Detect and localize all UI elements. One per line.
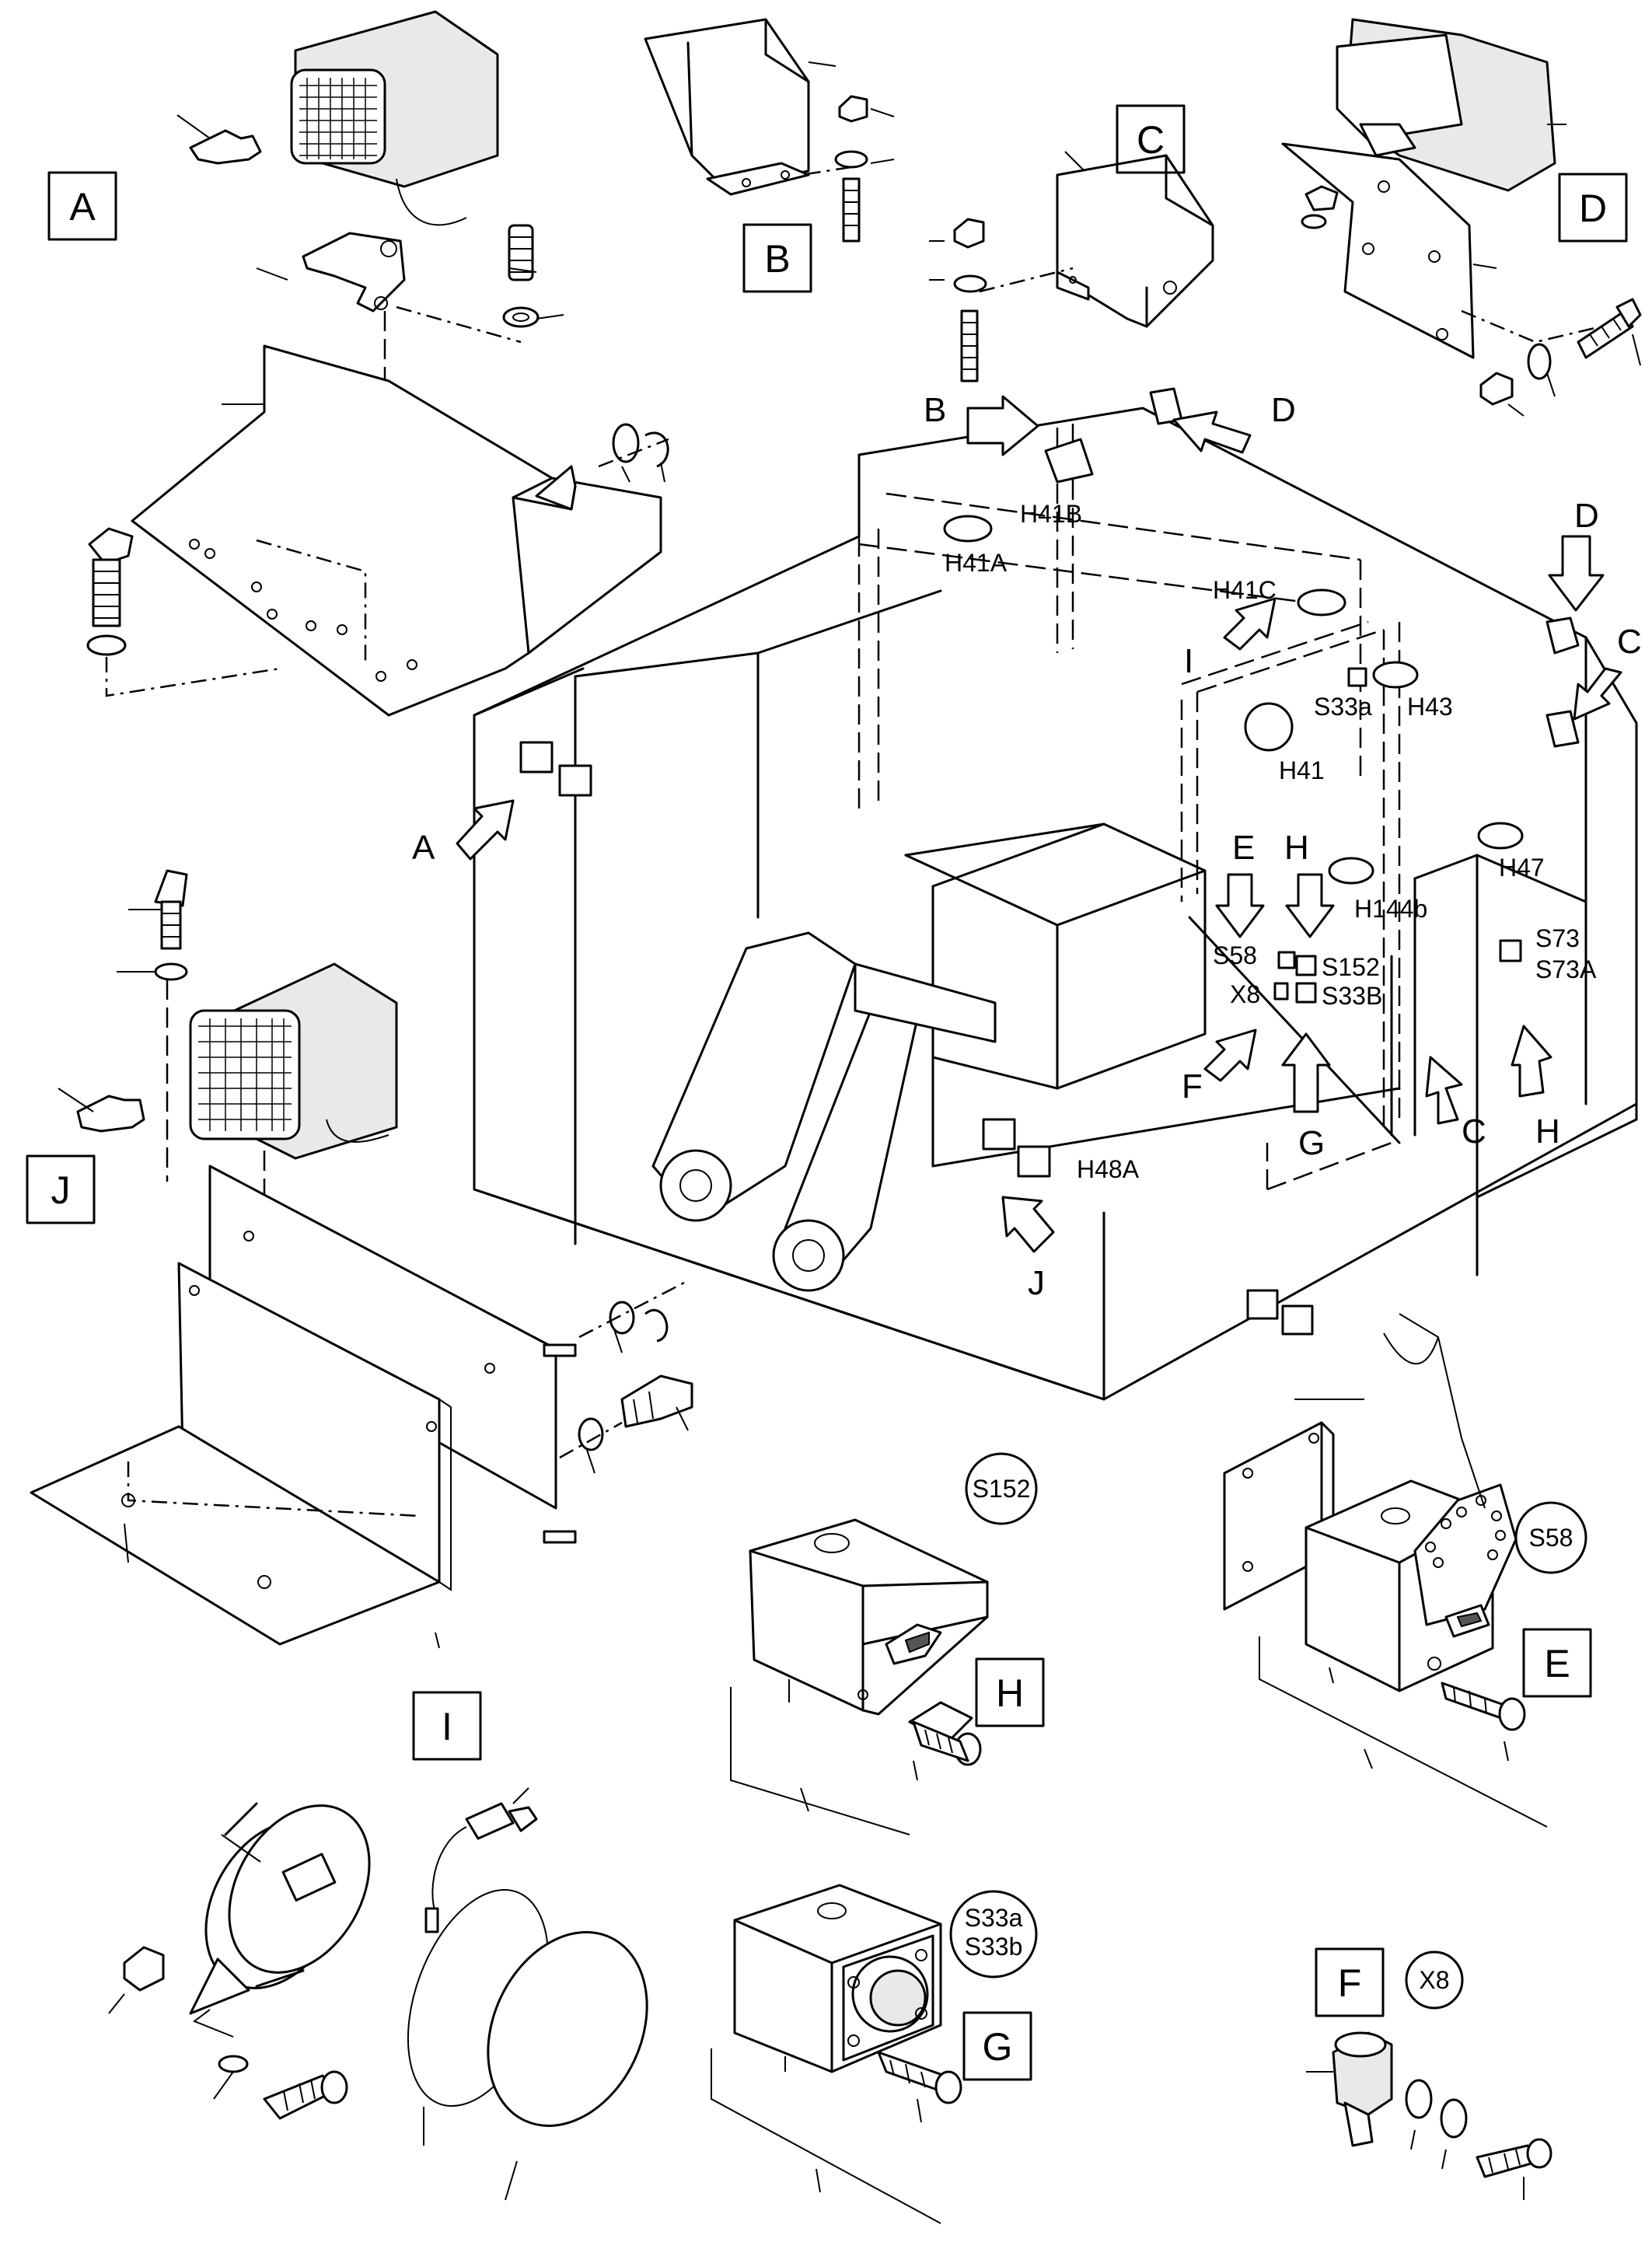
code-x8: X8 xyxy=(1230,980,1260,1008)
section-f-label: F xyxy=(1338,1961,1362,2005)
circle-s33b: S33b xyxy=(965,1933,1023,1961)
arrow-label-j: J xyxy=(1028,1264,1045,1302)
arrow-label-b: B xyxy=(924,391,946,429)
section-b-label: B xyxy=(764,237,790,281)
detail-e-switch xyxy=(1223,1313,1548,1828)
detail-j-lamp-bracket xyxy=(30,869,693,1649)
section-g-label: G xyxy=(983,2025,1013,2069)
code-h41a: H41A xyxy=(945,549,1008,577)
code-h43: H43 xyxy=(1407,693,1453,721)
main-frame xyxy=(473,407,1638,1401)
arrow-label-e: E xyxy=(1232,829,1255,867)
code-s33a: S33a xyxy=(1314,693,1372,721)
circle-s58: S58 xyxy=(1529,1524,1573,1552)
arrow-label-i: I xyxy=(1184,642,1193,680)
code-h48a: H48A xyxy=(1077,1155,1140,1183)
code-h41b: H41B xyxy=(1020,500,1082,528)
component-labels: H41A H41B H41C S33a H43 H41 H47 H144b S5… xyxy=(945,500,1597,1183)
arrow-label-g: G xyxy=(1298,1124,1325,1162)
code-h41c: H41C xyxy=(1213,576,1277,604)
section-i-label: I xyxy=(442,1705,452,1748)
section-h-label: H xyxy=(996,1671,1024,1715)
code-h47: H47 xyxy=(1499,854,1545,882)
arrow-label-h-bottom: H xyxy=(1535,1112,1560,1151)
arrow-label-f: F xyxy=(1182,1067,1203,1105)
section-boxes: A B C D E F G H I J xyxy=(26,104,1628,2081)
arrow-label-c-bottom: C xyxy=(1462,1112,1486,1151)
arrow-label-a: A xyxy=(412,829,435,867)
code-h144b: H144b xyxy=(1354,895,1427,923)
code-s152: S152 xyxy=(1322,953,1380,981)
detail-d-lamp-plate xyxy=(1281,18,1642,417)
section-d-label: D xyxy=(1579,187,1607,230)
circle-x8: X8 xyxy=(1419,1966,1449,1994)
section-a-label: A xyxy=(69,185,96,229)
pointer-letters: A B D D C I E H F G C H J xyxy=(412,391,1642,1302)
detail-i-horn xyxy=(108,1787,648,2201)
pointer-arrows xyxy=(456,395,1622,1253)
section-e-label: E xyxy=(1544,1642,1570,1685)
section-j-label: J xyxy=(51,1168,71,1212)
circle-s152: S152 xyxy=(973,1475,1031,1503)
code-s73a: S73A xyxy=(1535,955,1597,983)
detail-a-work-lamp xyxy=(86,10,669,717)
code-h41: H41 xyxy=(1279,756,1325,784)
arrow-label-c-top: C xyxy=(1617,623,1642,661)
section-c-label: C xyxy=(1137,118,1165,162)
arrow-label-d-right: D xyxy=(1574,497,1599,535)
detail-g-switch xyxy=(711,1884,962,2224)
detail-circles: S152 S58 S33a S33b X8 xyxy=(949,1452,1587,2010)
detail-b-bracket xyxy=(644,18,895,243)
code-s33b: S33B xyxy=(1322,982,1382,1010)
code-s73: S73 xyxy=(1535,924,1580,952)
detail-h-switch xyxy=(730,1518,989,1835)
circle-s33a: S33a xyxy=(965,1904,1023,1932)
code-s58: S58 xyxy=(1213,941,1257,969)
arrow-label-h-top: H xyxy=(1284,829,1309,867)
frame-components xyxy=(519,387,1580,1336)
detail-f-connector xyxy=(1306,2031,1552,2200)
detail-c-bracket xyxy=(929,151,1214,382)
arrow-label-d-top: D xyxy=(1271,391,1296,429)
